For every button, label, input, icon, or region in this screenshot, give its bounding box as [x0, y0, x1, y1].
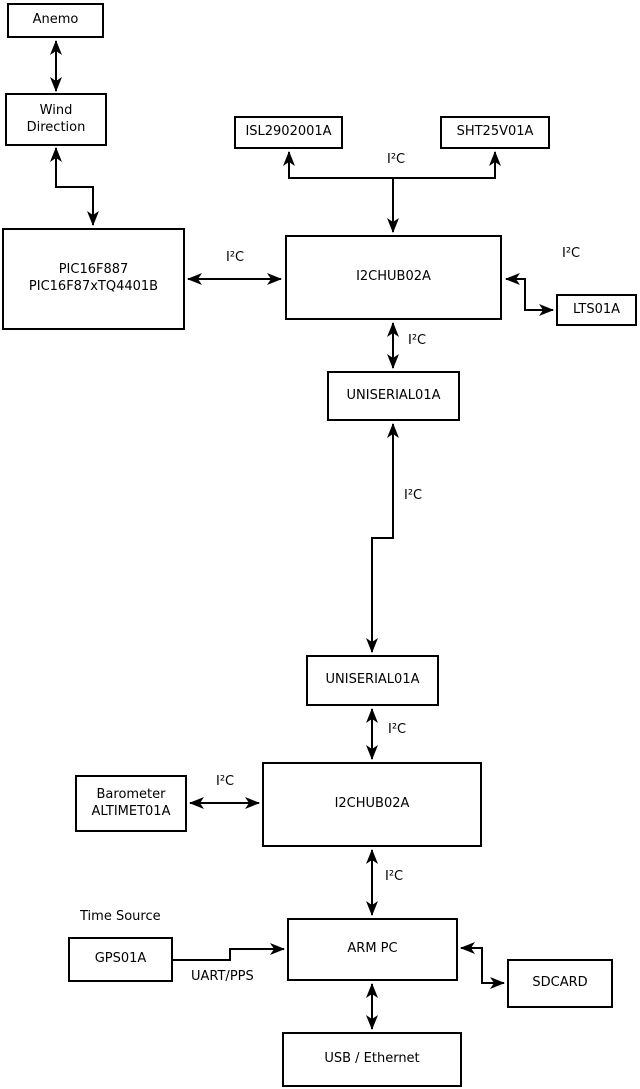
- node-sdcard-label: SDCARD: [532, 975, 588, 991]
- edge-hub1-lts: [505, 273, 554, 316]
- node-uniserial01a-upper: UNISERIAL01A: [327, 371, 460, 421]
- node-pic16f887-label-line1: PIC16F887: [58, 262, 129, 278]
- node-isl2902001a: ISL2902001A: [234, 116, 343, 149]
- node-gps01a: GPS01A: [68, 937, 173, 982]
- node-isl2902001a-label: ISL2902001A: [245, 124, 332, 140]
- node-i2chub02a-lower-label: I2CHUB02A: [334, 796, 410, 812]
- edge-label-i2c-long-link: I²C: [404, 488, 423, 503]
- node-uniserial01a-upper-label: UNISERIAL01A: [346, 387, 441, 403]
- node-lts01a: LTS01A: [556, 294, 637, 326]
- node-wind-direction: Wind Direction: [5, 93, 107, 146]
- node-usb-ethernet-label: USB / Ethernet: [324, 1051, 420, 1067]
- edge-label-i2c-pic-hub1: I²C: [226, 250, 245, 265]
- edge-winddirection-pic: [50, 147, 99, 226]
- node-barometer-label-line2: ALTIMET01A: [91, 803, 171, 819]
- node-i2chub02a-upper-label: I2CHUB02A: [356, 269, 431, 285]
- edge-label-i2c-hub1-uniserial1: I²C: [408, 333, 427, 348]
- node-uniserial01a-lower-label: UNISERIAL01A: [325, 672, 420, 688]
- node-pic16f887-label-line2: PIC16F87xTQ4401B: [28, 279, 159, 294]
- node-usb-ethernet: USB / Ethernet: [282, 1032, 462, 1087]
- edge-gps-armpc: [173, 943, 285, 961]
- node-anemo-label: Anemo: [32, 12, 79, 28]
- edge-uniserial1-uniserial2: [366, 423, 399, 653]
- edge-label-i2c-barometer-hub2: I²C: [216, 774, 235, 789]
- node-sdcard: SDCARD: [507, 959, 613, 1008]
- node-i2chub02a-upper: I2CHUB02A: [285, 235, 502, 320]
- edge-label-i2c-hub2-armpc: I²C: [385, 869, 404, 884]
- edge-armpc-sdcard: [460, 942, 505, 989]
- edge-label-uart-pps: UART/PPS: [191, 969, 254, 984]
- node-arm-pc-label: ARM PC: [347, 941, 398, 957]
- node-pic16f887: PIC16F887 PIC16F87xTQ4401B: [2, 228, 185, 330]
- edge-label-i2c-sensor-bus: I²C: [387, 152, 406, 167]
- edge-bus-isl-sht: [283, 151, 501, 179]
- node-anemo: Anemo: [7, 3, 104, 38]
- node-sht25v01a: SHT25V01A: [440, 116, 550, 149]
- node-barometer-altimet01a: Barometer ALTIMET01A: [75, 775, 187, 832]
- edge-label-i2c-uniserial2-hub2: I²C: [388, 722, 407, 737]
- node-wind-direction-label-line1: Wind: [39, 102, 73, 118]
- node-lts01a-label: LTS01A: [572, 301, 621, 317]
- node-wind-direction-label-line2: Direction: [26, 119, 86, 135]
- edge-label-time-source: Time Source: [80, 909, 161, 924]
- node-gps01a-label: GPS01A: [94, 951, 147, 967]
- node-arm-pc: ARM PC: [287, 918, 458, 981]
- edge-label-i2c-hub1-lts: I²C: [562, 246, 581, 261]
- node-uniserial01a-lower: UNISERIAL01A: [306, 655, 439, 706]
- node-i2chub02a-lower: I2CHUB02A: [262, 762, 482, 847]
- node-barometer-label-line1: Barometer: [96, 786, 166, 802]
- node-sht25v01a-label: SHT25V01A: [456, 124, 534, 140]
